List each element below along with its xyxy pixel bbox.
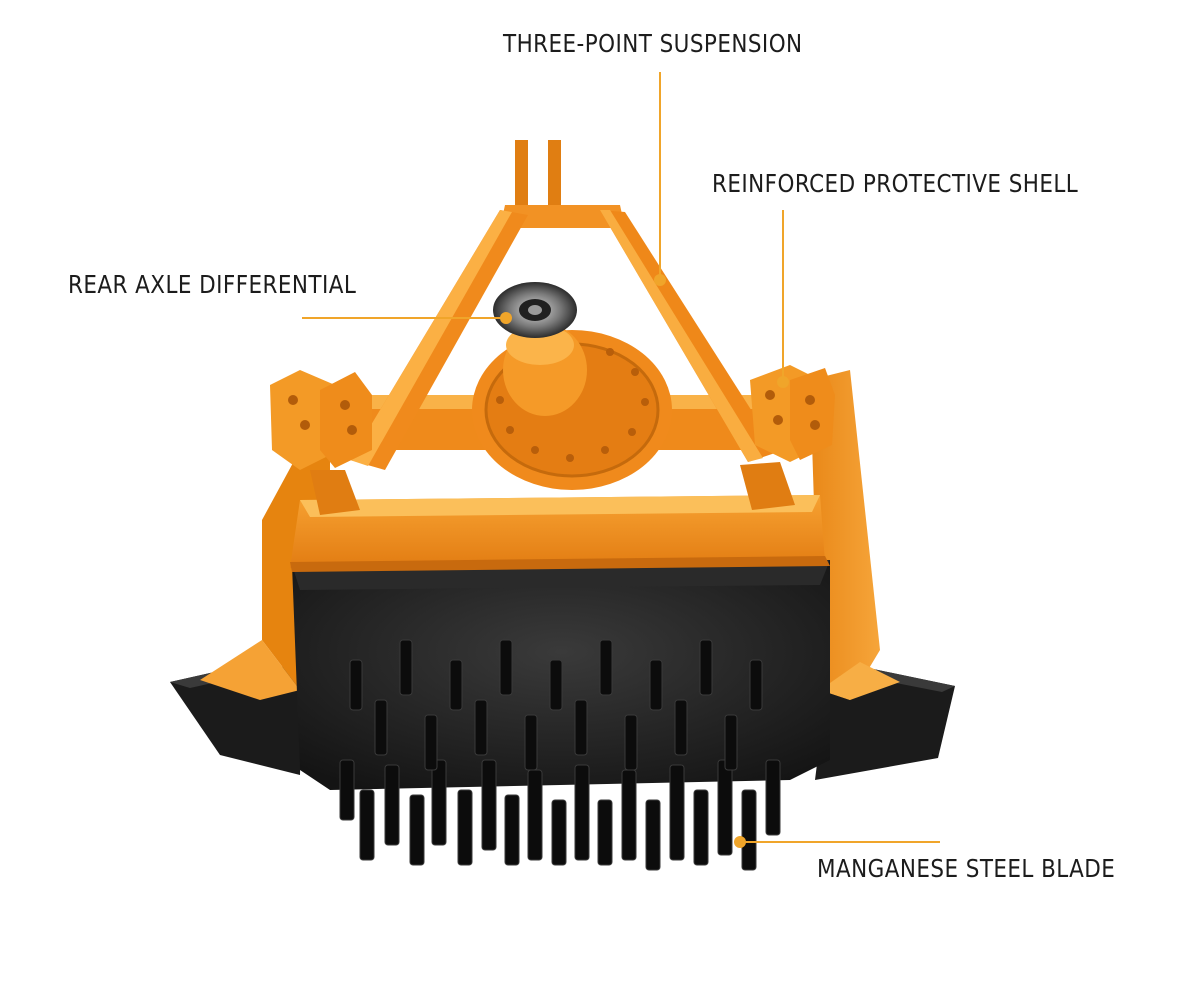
rotor-teeth <box>339 639 781 871</box>
right-mount-bracket <box>740 365 835 510</box>
pto-hub <box>493 282 577 338</box>
three-point-hitch <box>350 140 778 470</box>
differential-housing <box>472 324 672 490</box>
callout-three-point-suspension <box>654 72 666 286</box>
label-reinforced-protective-shell: REINFORCED PROTECTIVE SHELL <box>712 169 1079 198</box>
label-rear-axle-differential: REAR AXLE DIFFERENTIAL <box>68 270 357 299</box>
label-three-point-suspension: THREE-POINT SUSPENSION <box>503 29 803 58</box>
callout-manganese-steel-blade <box>734 836 940 848</box>
callout-rear-axle-differential <box>302 312 512 324</box>
label-manganese-steel-blade: MANGANESE STEEL BLADE <box>817 854 1116 883</box>
callout-reinforced-protective-shell <box>777 210 789 388</box>
front-top-plate <box>290 495 830 572</box>
left-mount-bracket <box>270 370 372 515</box>
